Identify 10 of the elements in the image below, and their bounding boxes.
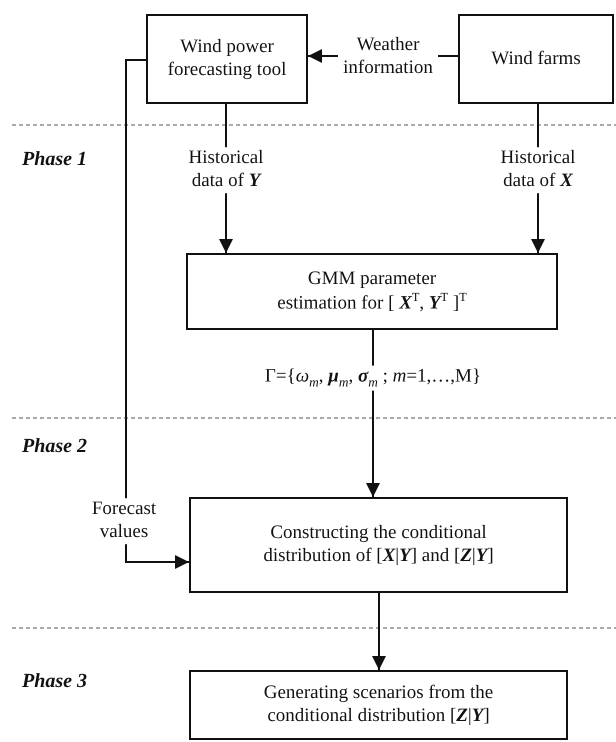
- arrow: [372, 593, 386, 670]
- phase-label: Phase 1: [22, 148, 87, 171]
- process-box: Constructing the conditional distribution of [X|Y] and [Z|Y]: [189, 497, 568, 593]
- arrow: [125, 59, 189, 569]
- phase-label: Phase 2: [22, 435, 87, 458]
- process-box: Generating scenarios from the conditional distribution [Z|Y]: [189, 670, 568, 740]
- process-box: Wind farms: [458, 14, 614, 104]
- phase-label: Phase 3: [22, 670, 87, 693]
- process-box: Wind power forecasting tool: [146, 14, 308, 104]
- process-box: GMM parameter estimation for [ X$^{T}$, Y$^{T}$ ]$^{T}$: [186, 253, 558, 330]
